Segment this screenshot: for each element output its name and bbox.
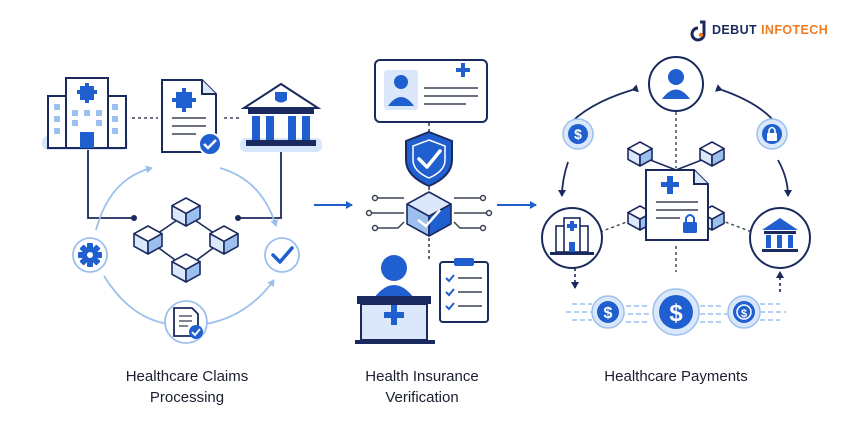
document-check-icon <box>164 300 208 344</box>
svg-text:$: $ <box>604 305 613 322</box>
cube-icon <box>699 141 725 167</box>
hospital-icon <box>42 77 128 150</box>
cube-check-mark <box>417 209 441 228</box>
payment-coins-icon: $ $ $ <box>566 288 786 336</box>
insurance-verification-illustration <box>355 59 493 344</box>
cube-icon <box>627 141 653 167</box>
claims-processing-illustration <box>42 77 322 344</box>
svg-text:$: $ <box>574 126 582 142</box>
caption-line: Healthcare Claims <box>125 368 249 385</box>
bank-shield-icon <box>240 82 322 152</box>
caption-line: Health Insurance <box>365 368 479 385</box>
insurance-id-card-icon <box>374 59 488 123</box>
cube-icon <box>209 225 239 255</box>
lock-shield-icon <box>756 118 788 150</box>
dollar-coin-icon: $ <box>562 118 594 150</box>
blockchain-cube-icon <box>406 191 452 237</box>
caption-line: Healthcare Payments <box>604 368 748 385</box>
reception-desk-icon <box>355 255 435 344</box>
cube-icon <box>171 253 201 283</box>
shield-check-icon <box>405 130 453 188</box>
brand-name-part1: DEBUT <box>712 23 758 37</box>
caption-line: Processing <box>149 389 225 406</box>
checklist-clipboard-icon <box>439 258 489 323</box>
cube-icon <box>133 225 163 255</box>
debut-logo-icon <box>690 20 706 42</box>
bank-icon <box>749 207 811 269</box>
user-icon <box>648 56 704 112</box>
caption-insurance-verification: Health Insurance Verification <box>322 366 522 408</box>
gear-icon <box>72 237 108 273</box>
brand-name-part2: INFOTECH <box>761 23 829 37</box>
medical-document-check-icon <box>161 79 222 156</box>
hospital-icon <box>541 207 603 269</box>
cube-icon <box>171 197 201 227</box>
caption-healthcare-payments: Healthcare Payments <box>576 366 776 387</box>
caption-line: Verification <box>385 389 459 406</box>
checkmark-icon <box>264 237 300 273</box>
payments-illustration: $ <box>541 56 811 336</box>
blockchain-network-icon <box>133 197 239 283</box>
svg-text:$: $ <box>669 300 683 327</box>
cube-icon <box>406 191 452 237</box>
caption-claims-processing: Healthcare Claims Processing <box>87 366 287 408</box>
medical-record-lock-icon <box>645 169 709 241</box>
svg-text:$: $ <box>741 308 747 320</box>
